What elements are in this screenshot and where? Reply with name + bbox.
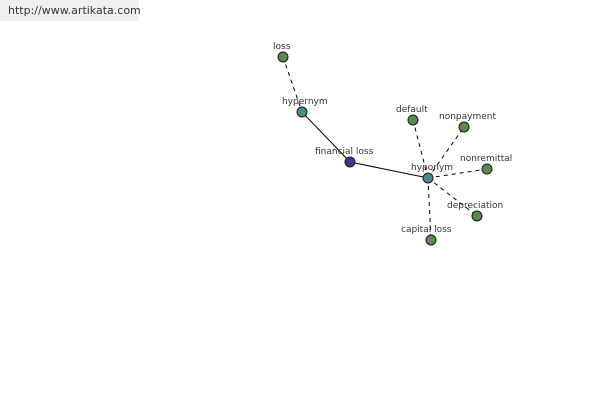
node-nonremittal[interactable] [481, 163, 493, 175]
node-hypernym[interactable] [296, 106, 308, 118]
node-hyponym[interactable] [422, 172, 434, 184]
node-label-default[interactable]: default [396, 105, 428, 115]
node-financial-loss[interactable] [344, 156, 356, 168]
node-label-financial-loss[interactable]: financial loss [315, 147, 374, 157]
edge-hyponym-to-default [412, 119, 429, 179]
edge-financial-loss-to-hyponym [349, 161, 429, 179]
node-label-depreciation[interactable]: depreciation [447, 201, 503, 211]
source-url-link[interactable]: http://www.artikata.com [8, 4, 141, 17]
edge-hyponym-to-depreciation [427, 177, 478, 217]
edge-hypernym-to-financial-loss [301, 111, 351, 163]
node-label-capital-loss[interactable]: capital loss [401, 225, 452, 235]
node-label-nonpayment[interactable]: nonpayment [439, 112, 496, 122]
edge-hyponym-to-nonremittal [427, 168, 488, 179]
graph-nodes [277, 51, 493, 246]
node-label-hypernym[interactable]: hypernym [282, 97, 328, 107]
node-loss[interactable] [277, 51, 289, 63]
node-label-hyponym[interactable]: hyponym [411, 163, 453, 173]
source-url-bar: http://www.artikata.com [0, 0, 141, 21]
node-default[interactable] [407, 114, 419, 126]
edge-hyponym-to-nonpayment [427, 126, 465, 179]
edge-hyponym-to-capital-loss [427, 177, 432, 241]
graph-edges [282, 56, 488, 241]
node-nonpayment[interactable] [458, 121, 470, 133]
node-label-nonremittal[interactable]: nonremittal [460, 154, 512, 164]
node-label-loss[interactable]: loss [273, 42, 291, 52]
graph-labels: loss hypernym financial loss hyponym default… [273, 42, 512, 235]
edge-loss-to-hypernym [282, 56, 303, 113]
node-capital-loss[interactable] [425, 234, 437, 246]
node-depreciation[interactable] [471, 210, 483, 222]
